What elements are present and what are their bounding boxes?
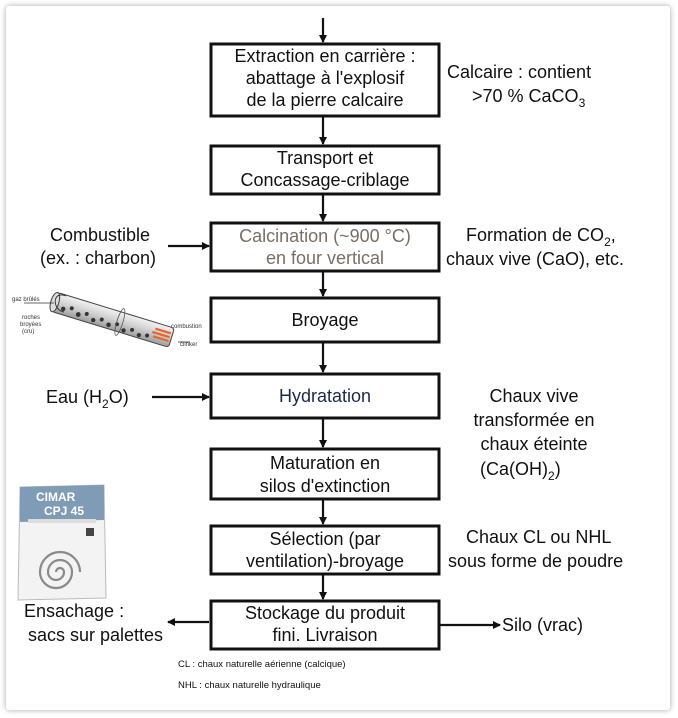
note-chaux-line-1: Chaux vive — [489, 386, 578, 406]
note-cl-line-1: Chaux CL ou NHL — [466, 527, 611, 547]
selection-line-2: ventilation)-broyage — [246, 551, 404, 571]
note-calcaire: Calcaire : contient >70 % CaCO3 — [447, 62, 591, 110]
rotation-arrow-icon — [54, 294, 67, 313]
figure-frame — [6, 6, 670, 710]
ensachage-line-2: sacs sur palettes — [28, 625, 163, 645]
ensachage-line-1: Ensachage : — [24, 601, 124, 621]
bag-product: CPJ 45 — [44, 504, 84, 518]
flow-arrows — [152, 18, 501, 629]
note-cl-line-2: sous forme de poudre — [448, 551, 623, 571]
extraction-line-1: Extraction en carrière : — [234, 46, 415, 66]
step-calcination: Calcination (~900 °C) en four vertical — [209, 221, 441, 273]
rotary-kiln-illustration: gaz brûlés roches broyées (cru) combusti… — [12, 291, 202, 348]
output-silo: Silo (vrac) — [502, 615, 583, 635]
note-chaux-cl: Chaux CL ou NHL sous forme de poudre — [448, 527, 623, 571]
transport-line-2: Concassage-criblage — [240, 170, 409, 190]
step-stockage: Stockage du produit fini. Livraison — [209, 599, 441, 651]
kiln-roches-line-3: (cru) — [22, 329, 34, 335]
legend-nhl: NHL : chaux naturelle hydraulique — [178, 680, 321, 691]
extraction-line-2: abattage à l'explosif — [246, 68, 406, 88]
kiln-roches-line-2: broyées — [20, 322, 41, 328]
step-broyage: Broyage — [209, 296, 441, 344]
bag-emblem-icon — [86, 528, 94, 536]
note-chaux-line-4: (Ca(OH)2) — [480, 459, 561, 483]
flame-icon — [152, 327, 172, 343]
hydratation-label: Hydratation — [279, 386, 371, 406]
maturation-line-1: Maturation en — [270, 453, 380, 473]
stockage-line-1: Stockage du produit — [245, 603, 405, 623]
note-chaux-line-2: transformée en — [473, 410, 594, 430]
legend-cl: CL : chaux naturelle aérienne (calcique) — [178, 659, 346, 670]
note-chaux-vive: Chaux vive transformée en chaux éteinte … — [473, 386, 594, 483]
eau-label: Eau (H2O) — [46, 387, 129, 411]
note-formation-line-2: chaux vive (CaO), etc. — [446, 249, 624, 269]
broyage-label: Broyage — [291, 310, 358, 330]
kiln-gaz-label: gaz brûlés — [12, 297, 40, 303]
note-calcaire-line-2: >70 % CaCO3 — [472, 86, 586, 110]
extraction-line-3: de la pierre calcaire — [246, 90, 403, 110]
selection-line-1: Sélection (par — [269, 529, 380, 549]
input-eau: Eau (H2O) — [46, 387, 129, 411]
kiln-combustion-label: combustion — [171, 324, 202, 330]
maturation-line-2: silos d'extinction — [260, 476, 391, 496]
kiln-roches-line-1: roches — [22, 315, 40, 321]
step-transport: Transport et Concassage-criblage — [209, 144, 441, 196]
note-chaux-line-3: chaux éteinte — [480, 434, 587, 454]
note-formation: Formation de CO2, chaux vive (CaO), etc. — [446, 225, 624, 269]
cement-bag-illustration: CIMAR CPJ 45 — [17, 484, 107, 601]
calcination-line-2: en four vertical — [266, 248, 384, 268]
step-maturation: Maturation en silos d'extinction — [209, 447, 441, 501]
step-hydratation: Hydratation — [209, 372, 441, 420]
output-ensachage: Ensachage : sacs sur palettes — [24, 601, 163, 645]
note-calcaire-line-1: Calcaire : contient — [447, 62, 591, 82]
input-combustible: Combustible (ex. : charbon) — [40, 225, 156, 268]
calcination-line-1: Calcination (~900 °C) — [239, 226, 411, 246]
stockage-line-2: fini. Livraison — [272, 625, 377, 645]
spiral-logo-icon — [38, 550, 82, 590]
combustible-line-2: (ex. : charbon) — [40, 248, 156, 268]
bag-brand: CIMAR — [36, 490, 76, 504]
kiln-clinker-label: clinker — [180, 342, 197, 348]
step-selection: Sélection (par ventilation)-broyage — [209, 524, 441, 576]
transport-line-1: Transport et — [277, 148, 373, 168]
combustible-line-1: Combustible — [50, 225, 150, 245]
note-formation-line-1: Formation de CO2, — [466, 225, 616, 249]
step-extraction: Extraction en carrière : abattage à l'ex… — [209, 42, 441, 118]
